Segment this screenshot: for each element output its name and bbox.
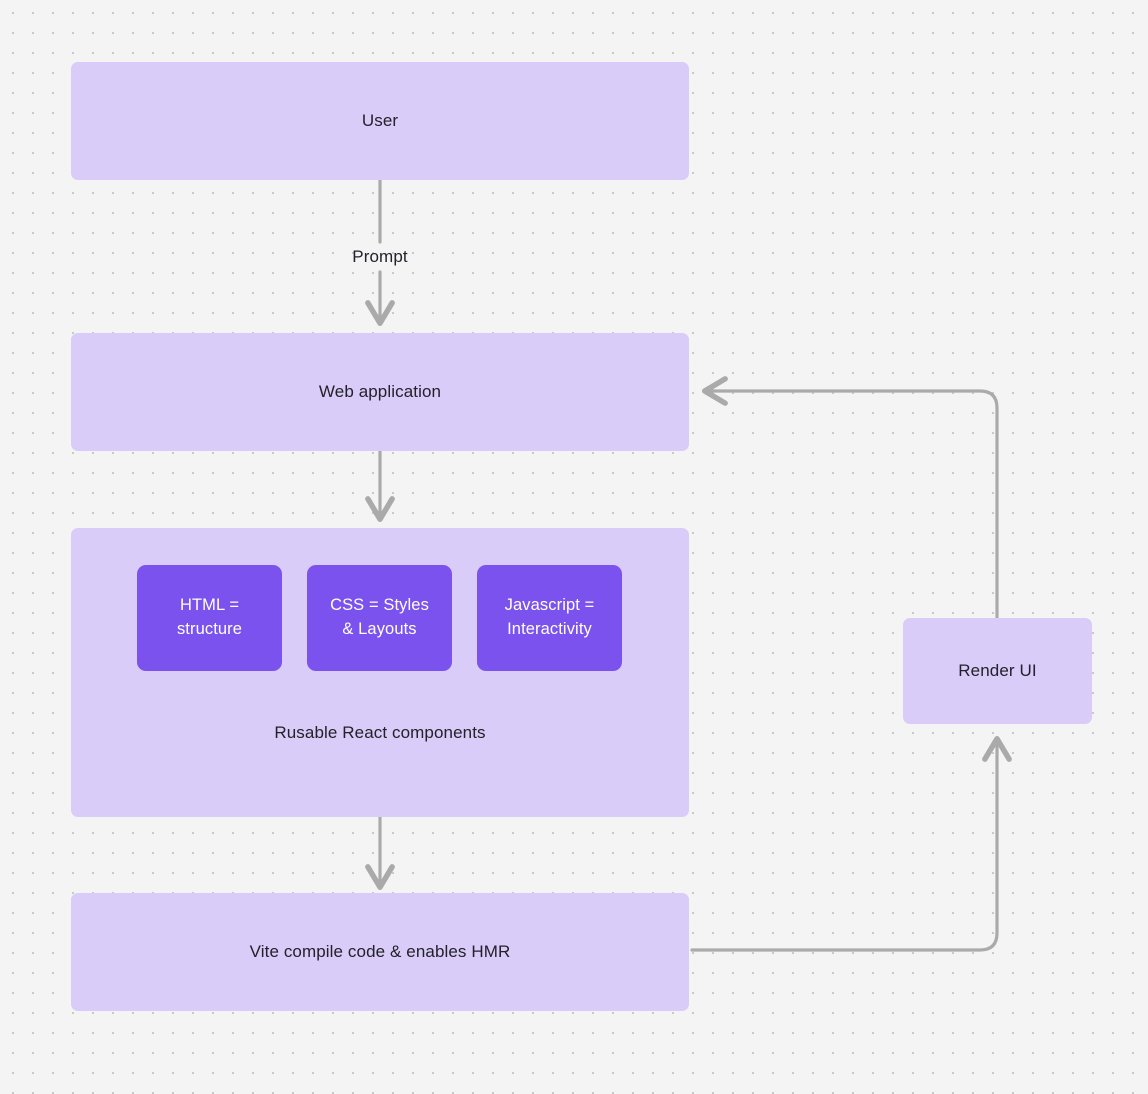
chip-css[interactable]: CSS = Styles & Layouts [307, 565, 452, 671]
chip-css-line2: & Layouts [342, 620, 417, 638]
edge-label-prompt: Prompt [352, 247, 408, 266]
chip-html-line2: structure [176, 620, 243, 638]
chip-html-line1: HTML = [179, 596, 240, 615]
components-group-caption: Rusable React components [274, 723, 486, 742]
chip-javascript-line1: Javascript = [504, 596, 595, 615]
chip-css-line1: CSS = Styles [330, 596, 429, 615]
edge-render-ui-to-web-application [701, 376, 999, 620]
chip-html[interactable]: HTML = structure [137, 565, 282, 671]
node-user[interactable]: User [71, 62, 689, 180]
node-vite[interactable]: Vite compile code & enables HMR [71, 893, 689, 1011]
node-render-ui[interactable]: Render UI [903, 618, 1092, 724]
node-components-group[interactable]: HTML = structure CSS = Styles & Layouts … [71, 528, 689, 817]
node-render-ui-label: Render UI [958, 661, 1037, 681]
node-web-application-label: Web application [318, 382, 442, 402]
chip-javascript-line2: Interactivity [507, 620, 592, 638]
node-user-label: User [361, 111, 399, 131]
node-web-application[interactable]: Web application [71, 333, 689, 451]
edge-vite-to-render-ui [690, 735, 1012, 952]
chip-javascript[interactable]: Javascript = Interactivity [477, 565, 622, 671]
node-vite-label: Vite compile code & enables HMR [249, 942, 511, 962]
